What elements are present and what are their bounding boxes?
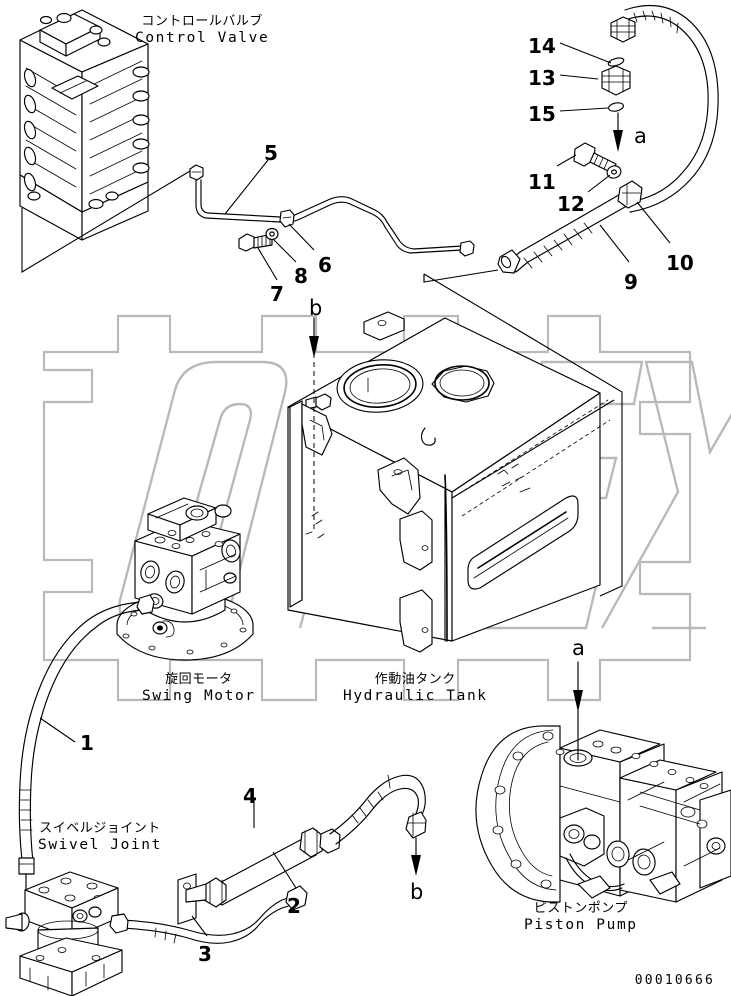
callout-1[interactable]: 1: [80, 731, 94, 755]
callout-14[interactable]: 14: [528, 34, 556, 58]
group-label-hydraulic-tank-jp: 作動油タンク: [374, 672, 456, 687]
drawing-part-number: 00010666: [634, 973, 715, 988]
section-marker-b-bottom: b: [410, 880, 424, 904]
hose-9-10-assembly: [423, 4, 719, 283]
callout-7[interactable]: 7: [270, 282, 284, 306]
section-marker-a-bottom: a: [572, 636, 585, 660]
group-label-control-valve: コントロールバルブ Control Valve: [135, 14, 270, 46]
tank-breather-cap: [431, 365, 495, 403]
hydraulic-tank-illustration: [287, 273, 623, 653]
section-marker-b-top: b: [309, 296, 323, 320]
group-label-hydraulic-tank: 作動油タンク Hydraulic Tank: [343, 672, 488, 704]
swing-motor-illustration: [116, 497, 254, 661]
group-label-swivel-joint-en: Swivel Joint: [38, 836, 162, 853]
callout-3[interactable]: 3: [198, 942, 212, 966]
group-label-piston-pump-jp: ピストンポンプ: [533, 901, 628, 916]
callout-5[interactable]: 5: [264, 141, 278, 165]
control-valve-illustration: [19, 9, 196, 273]
group-label-control-valve-jp: コントロールバルブ: [141, 14, 263, 29]
callout-15[interactable]: 15: [528, 102, 556, 126]
group-label-swing-motor-jp: 旋回モータ: [165, 672, 233, 687]
callout-11[interactable]: 11: [528, 170, 556, 194]
tube-5-assembly: [189, 159, 475, 281]
callout-4[interactable]: 4: [243, 784, 257, 808]
callout-9[interactable]: 9: [624, 270, 638, 294]
tank-filler-cap: [336, 359, 424, 413]
group-label-swing-motor-en: Swing Motor: [142, 687, 256, 704]
group-label-piston-pump: ピストンポンプ Piston Pump: [524, 901, 638, 933]
group-label-swing-motor: 旋回モータ Swing Motor: [142, 672, 256, 704]
callout-12[interactable]: 12: [557, 192, 585, 216]
section-marker-a-top: a: [634, 124, 647, 148]
group-label-piston-pump-en: Piston Pump: [524, 916, 638, 933]
swivel-joint-illustration: [5, 871, 123, 996]
group-label-control-valve-en: Control Valve: [135, 29, 270, 46]
group-label-hydraulic-tank-en: Hydraulic Tank: [343, 687, 488, 704]
callout-13[interactable]: 13: [528, 66, 556, 90]
piston-pump-illustration: [475, 661, 731, 903]
oil-level-gauge: [467, 495, 579, 590]
group-label-swivel-joint-jp: スイベルジョイント: [39, 821, 161, 836]
group-label-swivel-joint: スイベルジョイント Swivel Joint: [38, 821, 162, 853]
callout-8[interactable]: 8: [294, 264, 308, 288]
callout-6[interactable]: 6: [318, 253, 332, 277]
callout-10[interactable]: 10: [666, 251, 694, 275]
hose-1-assembly: [18, 594, 155, 893]
callout-2[interactable]: 2: [287, 894, 301, 918]
pipe-2-4-assembly: [109, 774, 427, 944]
